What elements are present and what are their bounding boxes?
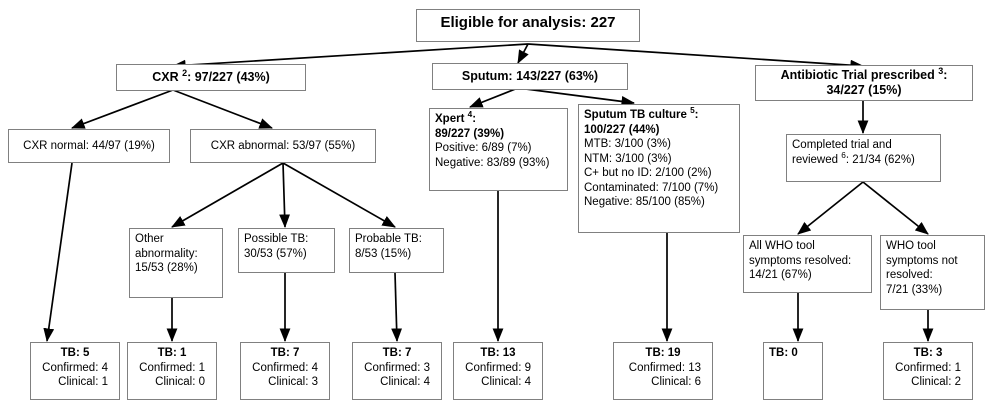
outcome-confirmed: Confirmed: 9 <box>465 361 531 374</box>
edge-cxr-to-abnormal <box>172 89 273 129</box>
outcome-confirmed: Confirmed: 1 <box>895 361 961 374</box>
outcome-confirmed: Confirmed: 4 <box>252 361 318 374</box>
edge-abnormal-to-possible <box>279 162 291 229</box>
node-xpert-lead2: 89/227 (39%) <box>435 127 505 140</box>
node-possible-line2: 30/53 (57%) <box>244 247 307 260</box>
outcome-confirmed: Confirmed: 1 <box>139 361 205 374</box>
outcome-head: TB: 13 <box>480 347 516 359</box>
outcome-box-tb-who-resolved[interactable]: TB: 0 <box>763 342 823 400</box>
node-who-not-line2: symptoms not <box>886 254 958 267</box>
node-xpert-lead1: Xpert 4: <box>435 110 477 125</box>
outcome-clinical: Clinical: 3 <box>268 376 318 388</box>
outcome-box-tb-who-not-resolved[interactable]: TB: 3 Confirmed: 1 Clinical: 2 <box>883 342 973 400</box>
node-cxr-normal[interactable]: CXR normal: 44/97 (19%) <box>8 129 170 163</box>
node-cxr-abnormal-label: CXR abnormal: 53/97 (55%) <box>210 139 356 152</box>
node-probable-tb[interactable]: Probable TB: 8/53 (15%) <box>349 228 444 273</box>
node-other-line1: Other <box>135 233 164 245</box>
outcome-box-tb-culture[interactable]: TB: 19 Confirmed: 13 Clinical: 6 <box>613 342 713 400</box>
edge-completed-to-resolved <box>797 181 864 235</box>
outcome-clinical: Clinical: 4 <box>481 376 531 388</box>
node-antibiotic-line1: Antibiotic Trial prescribed 3: <box>780 65 948 82</box>
edge-probable-to-tb7b <box>391 272 403 343</box>
outcome-clinical: Clinical: 4 <box>380 376 430 388</box>
node-other-abnormality[interactable]: Other abnormality: 15/53 (28%) <box>129 228 223 298</box>
outcome-clinical: Clinical: 2 <box>911 376 961 388</box>
node-eligible-label: Eligible for analysis: 227 <box>440 14 616 31</box>
outcome-clinical: Clinical: 6 <box>651 376 701 388</box>
outcome-head: TB: 0 <box>769 347 798 359</box>
node-culture-lead2: 100/227 (44%) <box>584 123 660 136</box>
node-sputum[interactable]: Sputum: 143/227 (63%) <box>432 63 628 90</box>
node-other-line3: 15/53 (28%) <box>135 262 198 274</box>
node-who-resolved-line2: symptoms resolved: <box>749 254 852 267</box>
node-eligible-for-analysis[interactable]: Eligible for analysis: 227 <box>416 9 640 42</box>
outcome-head: TB: 7 <box>270 347 300 359</box>
node-culture-row-4: Negative: 85/100 (85%) <box>584 196 705 208</box>
node-culture-row-1: NTM: 3/100 (3%) <box>584 152 672 165</box>
node-xpert-row-1: Negative: 83/89 (93%) <box>435 156 550 169</box>
node-possible-tb[interactable]: Possible TB: 30/53 (57%) <box>238 228 335 273</box>
node-antibiotic-trial[interactable]: Antibiotic Trial prescribed 3: 34/227 (1… <box>755 65 973 101</box>
node-completed-line1: Completed trial and <box>792 139 892 151</box>
node-culture-row-0: MTB: 3/100 (3%) <box>584 138 671 150</box>
node-who-resolved-line3: 14/21 (67%) <box>749 269 812 281</box>
outcome-box-tb-other-abnormality[interactable]: TB: 1 Confirmed: 1 Clinical: 0 <box>127 342 217 400</box>
outcome-box-tb-possible[interactable]: TB: 7 Confirmed: 4 Clinical: 3 <box>240 342 330 400</box>
edge-completed-to-not-resolved <box>862 181 929 235</box>
outcome-head: TB: 3 <box>913 347 943 359</box>
outcome-box-tb-probable[interactable]: TB: 7 Confirmed: 3 Clinical: 4 <box>352 342 442 400</box>
node-probable-line1: Probable TB: <box>355 233 422 245</box>
outcome-head: TB: 19 <box>645 347 681 359</box>
node-xpert-row-0: Positive: 6/89 (7%) <box>435 142 532 154</box>
node-possible-line1: Possible TB: <box>244 233 309 245</box>
outcome-box-tb-cxr-normal[interactable]: TB: 5 Confirmed: 4 Clinical: 1 <box>30 342 120 400</box>
outcome-clinical: Clinical: 1 <box>58 376 108 388</box>
node-culture-lead1: Sputum TB culture 5: <box>584 106 699 121</box>
node-cxr-abnormal[interactable]: CXR abnormal: 53/97 (55%) <box>190 129 376 163</box>
node-sputum-tb-culture[interactable]: Sputum TB culture 5: 100/227 (44%) MTB: … <box>578 104 740 233</box>
edge-abnormal-to-probable <box>282 162 396 228</box>
outcome-head: TB: 7 <box>382 347 412 359</box>
outcome-confirmed: Confirmed: 13 <box>628 361 701 374</box>
outcome-box-tb-xpert[interactable]: TB: 13 Confirmed: 9 Clinical: 4 <box>453 342 543 400</box>
edge-normal-to-tb5 <box>43 162 73 343</box>
node-who-not-line1: WHO tool <box>886 240 936 252</box>
outcome-confirmed: Confirmed: 3 <box>364 361 430 374</box>
node-completed-line2: reviewed 6: 21/34 (62%) <box>792 150 915 166</box>
node-who-not-line3: resolved: <box>886 269 933 281</box>
edge-cxr-to-normal <box>71 89 174 129</box>
edge-abnormal-to-other <box>171 162 284 228</box>
edge-sputum-to-culture <box>517 87 636 107</box>
node-culture-row-2: C+ but no ID: 2/100 (2%) <box>584 167 712 179</box>
node-probable-line2: 8/53 (15%) <box>355 247 412 260</box>
edge-root-to-sputum <box>517 43 529 64</box>
node-xpert[interactable]: Xpert 4: 89/227 (39%) Positive: 6/89 (7%… <box>429 108 568 191</box>
node-antibiotic-line2: 34/227 (15%) <box>826 83 902 97</box>
outcome-head: TB: 5 <box>60 347 90 359</box>
outcome-confirmed: Confirmed: 4 <box>42 361 108 374</box>
node-cxr-normal-label: CXR normal: 44/97 (19%) <box>23 139 155 152</box>
node-who-not-line4: 7/21 (33%) <box>886 283 943 296</box>
node-who-resolved-line1: All WHO tool <box>749 240 815 252</box>
node-cxr[interactable]: CXR 2: 97/227 (43%) <box>116 64 306 91</box>
edge-sputum-to-xpert <box>469 87 519 108</box>
node-culture-row-3: Contaminated: 7/100 (7%) <box>584 181 719 194</box>
node-other-line2: abnormality: <box>135 247 198 260</box>
outcome-clinical: Clinical: 0 <box>155 376 205 388</box>
node-who-symptoms-resolved[interactable]: All WHO tool symptoms resolved: 14/21 (6… <box>743 235 872 293</box>
node-completed-trial[interactable]: Completed trial and reviewed 6: 21/34 (6… <box>786 134 941 182</box>
node-sputum-label: Sputum: 143/227 (63%) <box>461 68 599 83</box>
outcome-head: TB: 1 <box>157 347 187 359</box>
node-cxr-label: CXR 2: 97/227 (43%) <box>152 67 270 84</box>
node-who-symptoms-not-resolved[interactable]: WHO tool symptoms not resolved: 7/21 (33… <box>880 235 985 310</box>
